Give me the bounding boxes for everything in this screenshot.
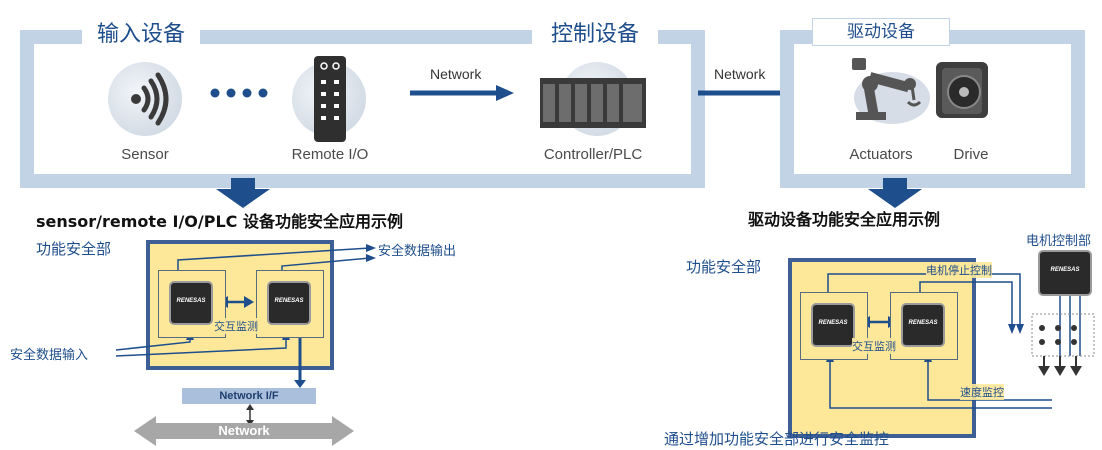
controller-label: Controller/PLC [543,146,643,163]
plc-icon [540,78,646,128]
right-mutual-monitor-label: 交互监测 [852,338,896,354]
chip-logo-renesas: RENESAS [274,298,304,304]
motor-control-chip: RENESAS [1040,252,1090,294]
drive-motor-icon [936,62,988,118]
control-device-group-title: 控制设备 [532,20,658,50]
chip-logo-renesas: RENESAS [1050,267,1080,273]
network-interface-box: Network I/F [182,388,316,404]
chip-logo-renesas: RENESAS [908,320,938,326]
right-example-title: 驱动设备功能安全应用示例 [748,210,941,229]
down-arrow-right [868,178,922,208]
left-safety-output-label: 安全数据输出 [378,244,457,259]
drive-device-group-title: 驱动设备 [812,18,950,46]
drive-label: Drive [953,146,989,163]
network-label-1: Network [430,66,482,82]
left-mcu-chip-1: RENESAS [171,283,211,323]
remote-io-icon [314,56,346,142]
right-connections [826,273,1095,409]
actuator-icon [852,58,930,124]
input-device-group-title: 输入设备 [82,20,200,50]
network-label-2: Network [714,66,766,82]
chip-logo-renesas: RENESAS [176,298,206,304]
sensor-label: Sensor [121,146,169,163]
network-bus-label: Network [218,423,270,438]
right-mcu-chip-2: RENESAS [903,305,943,345]
sensor-icon [131,72,169,126]
actuators-label: Actuators [849,146,913,163]
right-mcu-chip-1: RENESAS [813,305,853,345]
network-bus-arrow [134,416,354,446]
down-arrow-left [216,178,270,208]
right-footer-caption: 通过增加功能安全部进行安全监控 [664,430,890,448]
left-connections [115,244,376,388]
left-example-title: sensor/remote I/O/PLC 设备功能安全应用示例 [36,212,403,231]
chip-logo-renesas: RENESAS [818,320,848,326]
right-safety-unit-label: 功能安全部 [686,258,762,276]
ellipsis-dots-icon [210,88,268,98]
motor-stop-control-label: 电机停止控制 [926,262,992,278]
left-safety-unit-label: 功能安全部 [36,240,112,258]
motor-control-unit-label: 电机控制部 [1026,234,1092,249]
left-safety-input-label: 安全数据输入 [10,348,89,363]
speed-monitor-label: 速度监控 [960,384,1004,400]
left-mutual-monitor-label: 交互监测 [214,318,258,334]
sensor-circle [108,62,182,136]
remote-io-label: Remote I/O [291,146,369,163]
left-mcu-chip-2: RENESAS [269,283,309,323]
network-arrow-1 [410,85,514,101]
